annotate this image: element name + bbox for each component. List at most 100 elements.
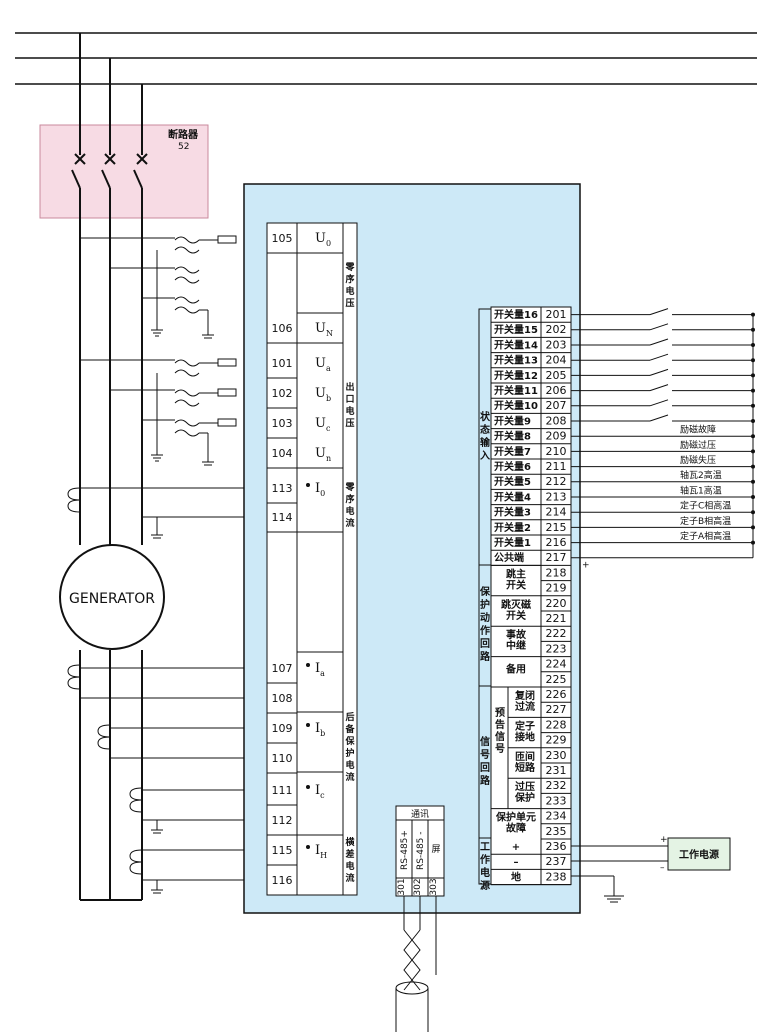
power-terminal-label: 地 [511, 870, 521, 883]
terminal-number: 206 [546, 384, 567, 397]
protection-item-label: 开关 [506, 578, 526, 591]
comm-port-label: RS-485 - [416, 831, 426, 870]
terminal-number: 207 [546, 399, 567, 412]
terminal-label: 开关量9 [494, 414, 531, 427]
protection-group-char: 作 [480, 624, 490, 637]
field-signal-label: 定子B相高温 [680, 515, 731, 527]
terminal-number: 110 [272, 752, 293, 765]
terminal-symbol-subscript: 0 [326, 239, 331, 248]
power-supply: 工作电源 + – [571, 835, 731, 903]
right-group-frames [478, 308, 492, 885]
terminal-number: 228 [546, 718, 567, 731]
power-group-char: 工 [480, 842, 490, 853]
signal-subtitle-char: 告 [495, 718, 505, 731]
terminal-number: 226 [546, 688, 567, 701]
comm-port-label: RS-485+ [400, 830, 410, 870]
switch-contact [649, 353, 669, 361]
terminal-number: 203 [546, 338, 567, 351]
switch-contact [649, 368, 669, 376]
terminal-number: 212 [546, 475, 567, 488]
terminal-label: 开关量1 [494, 536, 531, 549]
power-group-char: 电 [480, 866, 490, 879]
terminal-number: 208 [546, 414, 567, 427]
terminal-number: 221 [546, 612, 567, 625]
terminal-symbol: Ic [315, 783, 325, 800]
terminal-number: 234 [546, 810, 567, 823]
terminal-symbol-subscript: b [320, 729, 325, 738]
power-terminal-label: – [514, 857, 519, 868]
signal-group-char: 路 [480, 774, 491, 787]
left-group-char: 流 [345, 517, 354, 529]
signal-item-label: 匝间 [515, 750, 535, 763]
terminal-symbol-subscript: a [320, 669, 325, 678]
left-group-char: 电 [345, 505, 354, 517]
terminal-label: 开关量12 [494, 369, 538, 382]
protection-item-label: 事故 [506, 628, 527, 641]
terminal-number: 213 [546, 490, 567, 503]
left-group-char: 压 [345, 418, 354, 429]
terminal-number: 232 [546, 779, 567, 792]
terminal-number: 111 [272, 784, 293, 797]
comm-port-number: 301 [397, 878, 407, 895]
signal-item-label: 复闭 [514, 689, 535, 702]
terminal-number: 204 [546, 354, 567, 367]
terminal-number: 216 [546, 536, 567, 549]
terminal-number: 223 [546, 642, 567, 655]
terminal-symbol-subscript: c [326, 424, 331, 433]
switch-contact [649, 338, 669, 346]
phase-lines [71, 33, 143, 901]
terminal-label: 开关量10 [494, 399, 538, 412]
terminal-number: 231 [546, 764, 567, 777]
terminal-number: 229 [546, 734, 567, 747]
switch-contact [649, 323, 669, 331]
terminal-label: 开关量14 [494, 338, 538, 351]
left-group-char: 序 [345, 493, 354, 505]
terminal-number: 211 [546, 460, 567, 473]
terminal-label: 开关量4 [494, 490, 531, 503]
terminal-symbol-subscript: H [320, 851, 327, 860]
terminal-number: 227 [546, 703, 567, 716]
terminal-number: 102 [272, 387, 293, 400]
left-group-char: 流 [345, 872, 354, 884]
terminal-number: 210 [546, 445, 567, 458]
signal-subtitle-char: 信 [495, 730, 505, 743]
breaker-number: 52 [178, 142, 189, 152]
protection-item-label: 跳主 [506, 567, 526, 580]
power-plus-sign: + [660, 835, 668, 845]
power-minus-sign: – [660, 863, 665, 873]
signal-subtitle-char: 号 [495, 743, 505, 755]
terminal-number: 225 [546, 673, 567, 686]
fuses [217, 235, 237, 427]
protection-item-label: 开关 [506, 609, 526, 622]
signal-item-label: 过压 [515, 780, 535, 793]
power-terminal-label: + [512, 842, 520, 853]
terminal-number: 201 [546, 308, 567, 321]
left-block-frame [266, 222, 344, 896]
terminal-label: 开关量8 [494, 430, 531, 443]
left-group-char: 护 [345, 747, 354, 759]
left-group-char: 电 [345, 759, 354, 771]
terminal-label: 公共端 [494, 551, 524, 564]
terminal-number: 209 [546, 430, 567, 443]
polarity-dot [306, 785, 310, 789]
polarity-dot [306, 483, 310, 487]
comm-title: 通讯 [411, 809, 429, 820]
terminal-number: 202 [546, 323, 567, 336]
protection-group-char: 护 [480, 598, 490, 611]
right-terminal-block: 201开关量16202开关量15203开关量14204开关量13205开关量12… [490, 306, 572, 886]
left-group-char: 电 [345, 285, 354, 297]
terminal-number: 219 [546, 582, 567, 595]
left-group-char: 压 [345, 298, 354, 309]
protection-group-char: 动 [480, 611, 490, 624]
protection-item-label: 跳灭磁 [501, 598, 531, 611]
terminal-number: 106 [272, 322, 293, 335]
signal-item-label: 过流 [515, 700, 535, 713]
terminal-label: 开关量6 [494, 460, 531, 473]
left-group-char: 保 [344, 735, 355, 747]
switch-inputs: +励磁故障励磁过压励磁失压轴瓦2高温轴瓦1高温定子C相高温定子B相高温定子A相高… [571, 308, 755, 570]
voltage-transformers [80, 236, 218, 466]
